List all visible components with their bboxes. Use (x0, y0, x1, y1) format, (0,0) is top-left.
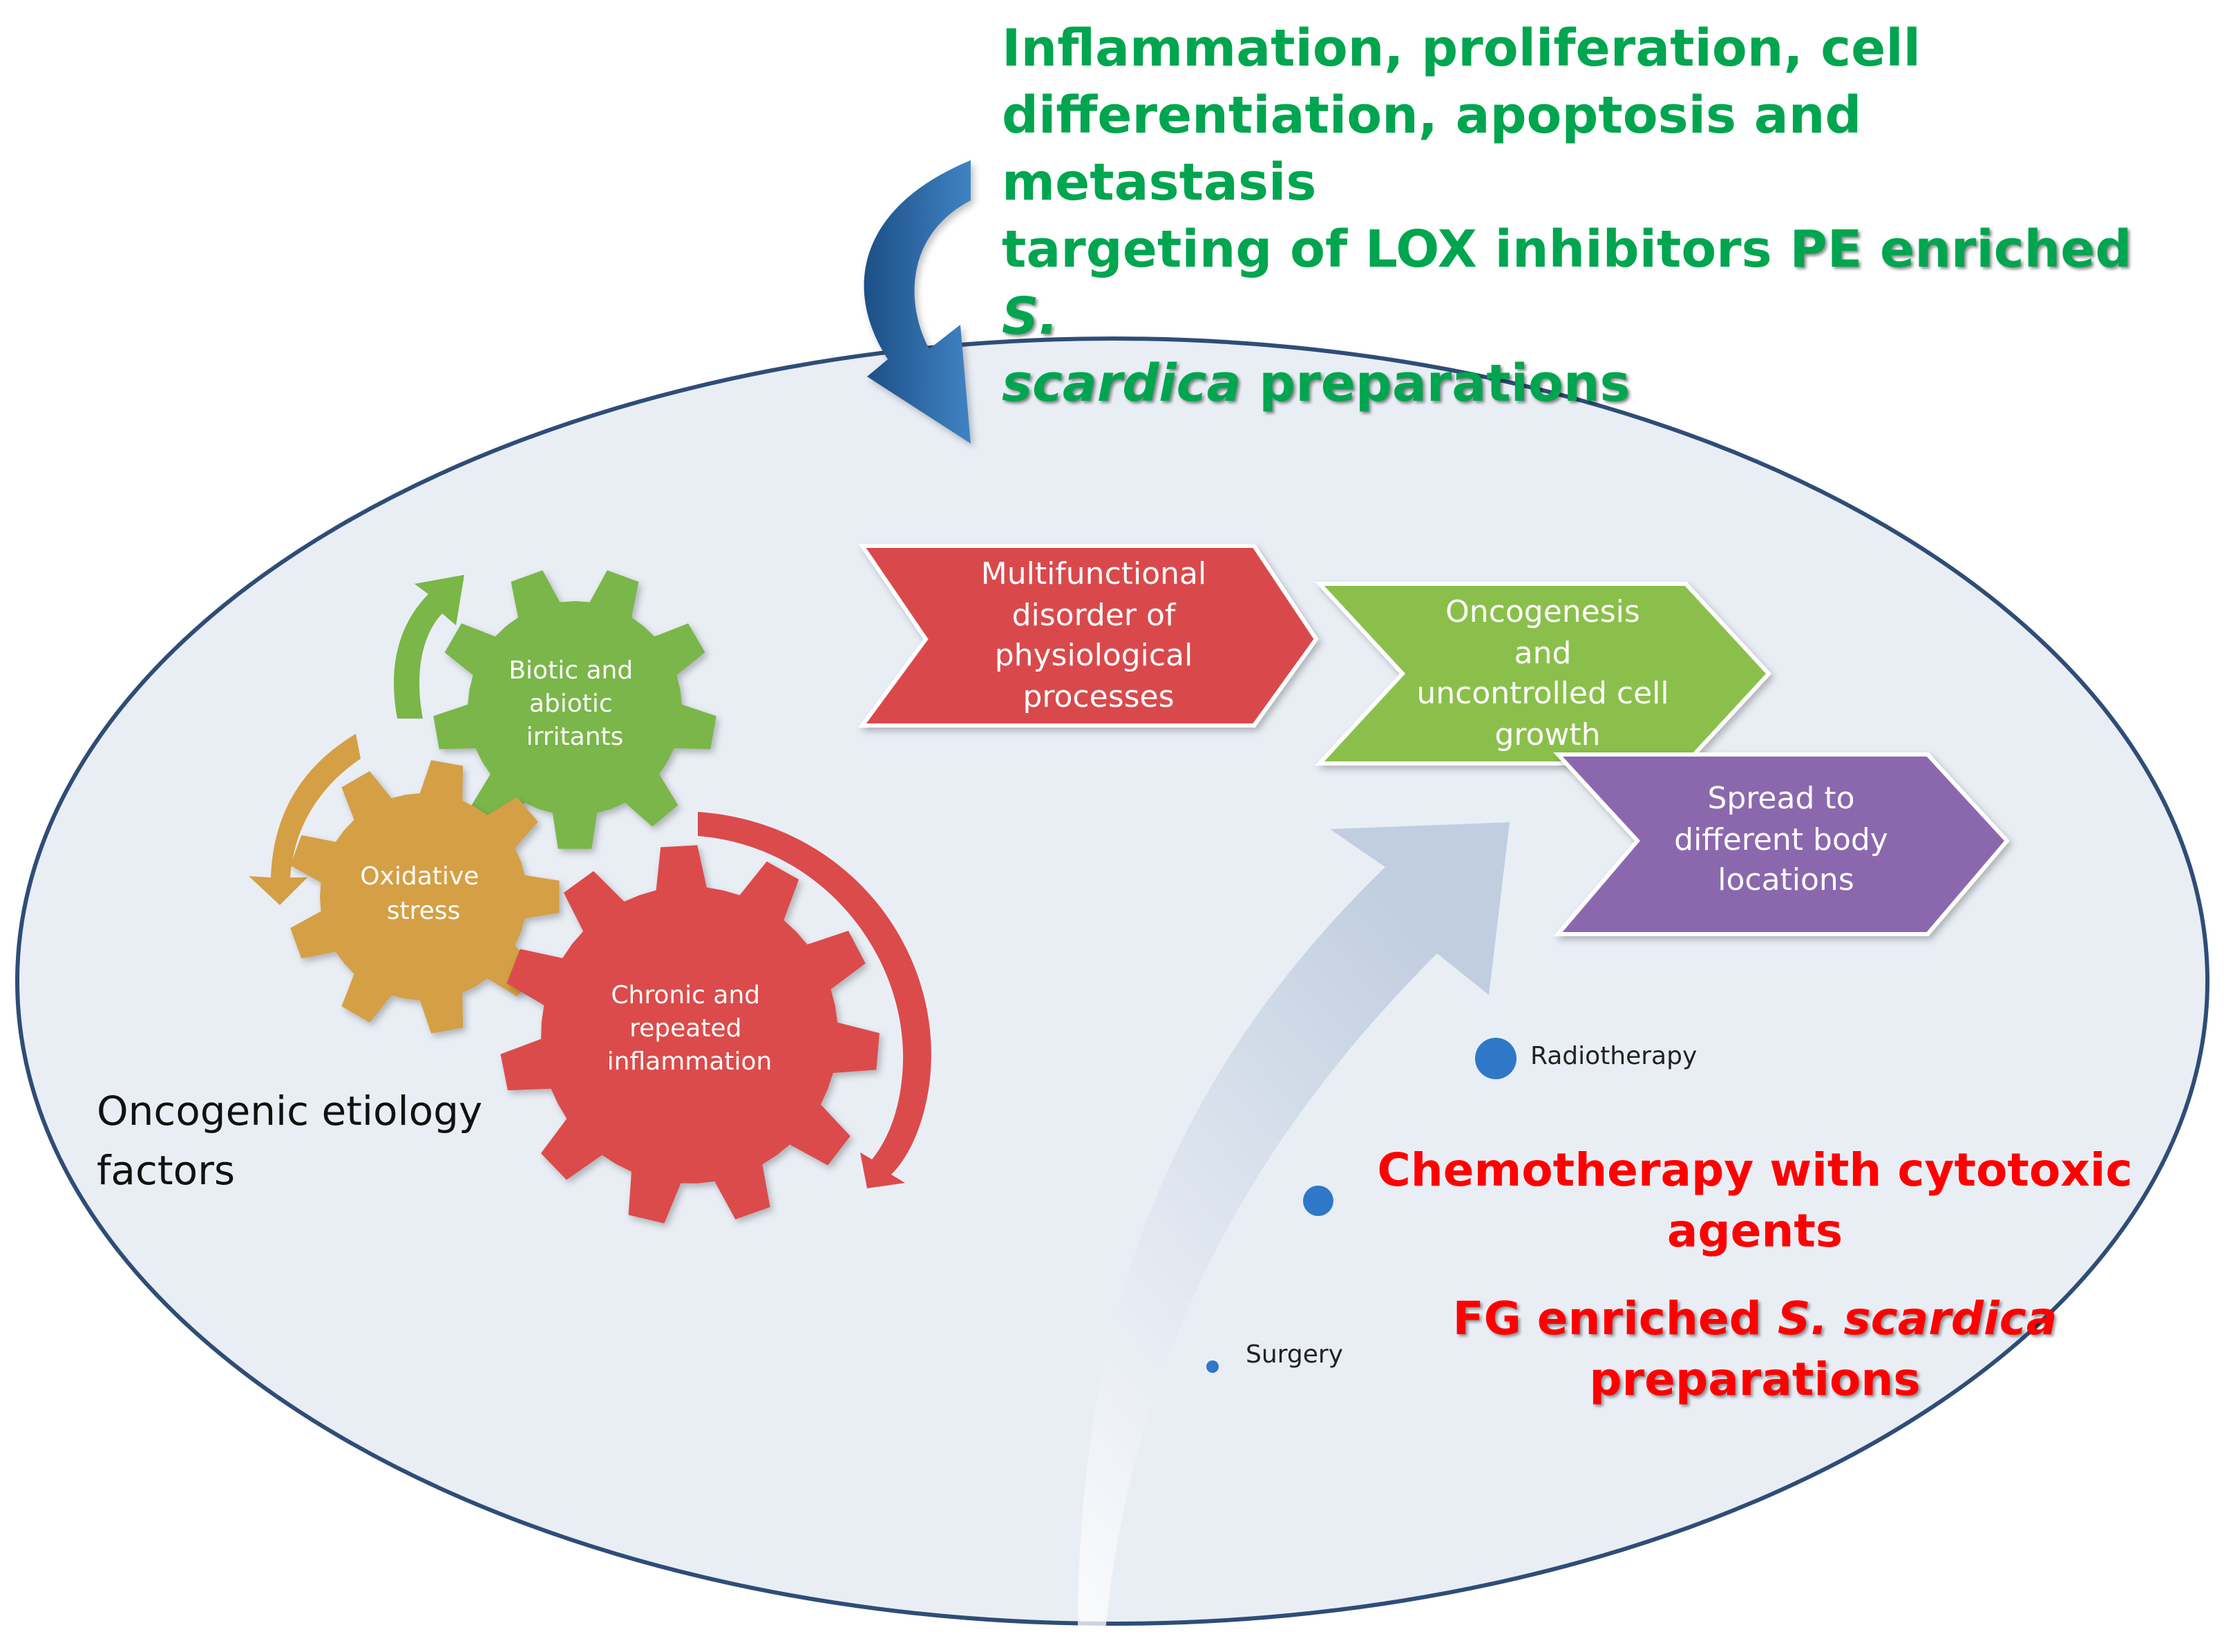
chevron-spread-line-1: Spread to (1707, 781, 1854, 816)
svg-text:Biotic and abiotic irr: Biotic and abiotic irritants (509, 656, 640, 751)
header-line-3-c: S. (1002, 287, 1058, 346)
svg-text:Chronic and repeated i: Chronic and repeated inflammation (607, 981, 772, 1076)
fg-line-1-b: S. scardica (1777, 1292, 2057, 1345)
gear-oxidative-label-1: Oxidative (360, 862, 479, 891)
svg-text:Multifunctional disorder o: Multifunctional disorder of physiologica… (981, 556, 1216, 714)
fg-line-2: preparations (1589, 1353, 1921, 1406)
chevron-spread-line-3: locations (1718, 862, 1854, 898)
surgery-label: Surgery (1246, 1340, 1343, 1369)
chemotherapy-line-1: Chemotherapy with cytotoxic (1377, 1143, 2133, 1197)
red-cycle-arrow (698, 812, 931, 1188)
green-cycle-arrow (394, 575, 464, 719)
treatment-arrow (1078, 822, 1510, 1631)
chevron-multifunctional (858, 544, 1319, 728)
svg-text:Spread to different body: Spread to different body locations (1674, 781, 1898, 898)
chevron-oncogenesis-line-2: and (1514, 636, 1572, 671)
gear-biotic (433, 570, 716, 849)
fg-line-1: FG enriched S. scardica (1409, 1289, 2100, 1349)
header-line-3-b: PE enriched (1789, 220, 2132, 279)
svg-text:Oxidative stress: Oxidative stress (360, 862, 487, 925)
gear-chronic-label-2: repeated (629, 1014, 741, 1043)
radiotherapy-dot (1475, 1038, 1517, 1079)
chevron-oncogenesis-line-3: uncontrolled cell (1416, 676, 1669, 711)
fg-line-1-a: FG enriched (1452, 1292, 1778, 1345)
gear-oxidative (290, 760, 560, 1034)
header-line-4-b: preparations (1241, 354, 1631, 413)
fg-preparations-label: FG enriched S. scardica preparations (1409, 1289, 2100, 1410)
chevron-multifunctional-line-2: disorder of (1012, 598, 1177, 633)
radiotherapy-label: Radiotherapy (1530, 1042, 1698, 1070)
header-title: Inflammation, proliferation, cell differ… (1002, 15, 2176, 417)
chevron-multifunctional-line-4: processes (1023, 679, 1174, 714)
gear-oxidative-label-2: stress (387, 897, 461, 925)
header-line-3-a: targeting of LOX inhibitors (1002, 220, 1790, 279)
header-line-3: targeting of LOX inhibitors PE enriched … (1002, 216, 2176, 350)
etiology-line-2: factors (97, 1147, 236, 1194)
header-line-1: Inflammation, proliferation, cell (1002, 19, 1921, 78)
chemotherapy-dot (1303, 1186, 1333, 1216)
etiology-label: Oncogenic etiology factors (97, 1081, 525, 1200)
orange-cycle-arrow (249, 734, 361, 905)
gear-chronic-label-3: inflammation (607, 1047, 772, 1076)
chevron-multifunctional-line-1: Multifunctional (981, 556, 1206, 591)
chemotherapy-label: Chemotherapy with cytotoxic agents (1375, 1140, 2135, 1262)
svg-text:Oncogenesis and uncont: Oncogenesis and uncontrolled cell growth (1416, 594, 1678, 752)
chevron-multifunctional-line-3: physiological (995, 638, 1193, 673)
header-line-2: differentiation, apoptosis and metastasi… (1002, 86, 1862, 212)
gear-biotic-label-1: Biotic and (509, 656, 633, 685)
chevron-spread (1553, 752, 2011, 936)
chevron-oncogenesis-line-1: Oncogenesis (1445, 594, 1640, 629)
etiology-line-1: Oncogenic etiology (97, 1088, 483, 1134)
gear-chronic (500, 845, 880, 1224)
chemotherapy-line-2: agents (1666, 1204, 1843, 1257)
gear-chronic-label-1: Chronic and (611, 981, 760, 1009)
chevron-spread-line-2: different body (1674, 822, 1888, 857)
chevron-oncogenesis-line-4: growth (1494, 717, 1600, 752)
header-line-4-a: scardica (1002, 354, 1242, 413)
gear-biotic-label-3: irritants (526, 723, 624, 751)
header-curved-arrow (864, 160, 971, 444)
surgery-dot (1206, 1360, 1219, 1373)
header-line-4: scardica preparations (1002, 350, 2176, 417)
gear-biotic-label-2: abiotic (529, 690, 613, 718)
